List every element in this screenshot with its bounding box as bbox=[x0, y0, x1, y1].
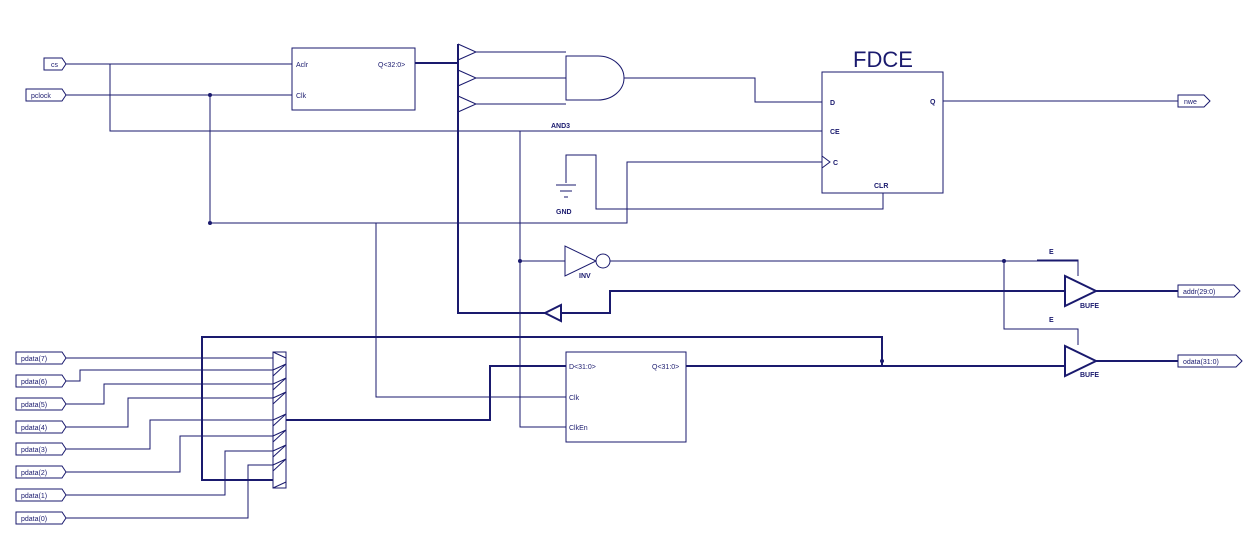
wire-pclock bbox=[66, 94, 822, 224]
wire-and-inputs bbox=[476, 51, 566, 105]
wire-cs-branch bbox=[519, 131, 566, 428]
port-pdata-7-label: pdata(7) bbox=[21, 356, 47, 363]
counter-clk-pin: Clk bbox=[296, 93, 307, 100]
bus-odata bbox=[686, 360, 1178, 367]
counter-block: Aclr Clk Q<32:0> bbox=[291, 47, 416, 111]
gnd-label: GND bbox=[556, 209, 572, 216]
port-pdata-5-label: pdata(5) bbox=[21, 402, 47, 409]
inverter: INV bbox=[564, 245, 611, 280]
port-addr: addr(29:0) bbox=[1177, 284, 1241, 298]
port-pdata-1-label: pdata(1) bbox=[21, 493, 47, 500]
wire-and-out bbox=[624, 77, 822, 103]
port-pdata-0-label: pdata(0) bbox=[21, 516, 47, 523]
fdce-q-pin: Q bbox=[930, 99, 936, 106]
counter-q-pin: Q<32:0> bbox=[378, 62, 405, 69]
port-odata-label: odata(31:0) bbox=[1183, 359, 1219, 366]
bus-counter-out bbox=[415, 44, 545, 314]
fdce-flipflop: FDCE D CE C CLR Q bbox=[821, 47, 944, 194]
port-pdata-6-label: pdata(6) bbox=[21, 379, 47, 386]
wires-pdata bbox=[66, 357, 273, 519]
fdce-ce-pin: CE bbox=[830, 129, 840, 136]
inv-label: INV bbox=[579, 273, 591, 280]
bufe-addr-enable: E bbox=[1049, 249, 1054, 256]
port-cs-label: cs bbox=[51, 62, 59, 69]
port-pdata-2-label: pdata(2) bbox=[21, 470, 47, 477]
port-nwe: nwe bbox=[1177, 94, 1211, 108]
addr-feedback-arrow bbox=[542, 303, 562, 323]
wire-inv-out bbox=[610, 260, 1079, 345]
and3-label: AND3 bbox=[551, 123, 570, 130]
and3-gate: AND3 bbox=[457, 43, 625, 130]
bus-addr bbox=[561, 290, 1178, 314]
wires bbox=[66, 44, 1178, 519]
wire-cs bbox=[66, 63, 822, 132]
fdce-c-pin: C bbox=[833, 160, 838, 167]
port-odata: odata(31:0) bbox=[1177, 354, 1243, 368]
junctions bbox=[208, 93, 1006, 363]
fdce-clr-pin: CLR bbox=[874, 183, 888, 190]
wire-reg-clk bbox=[375, 223, 566, 398]
fdce-title: FDCE bbox=[853, 47, 913, 72]
bufe-addr-label: BUFE bbox=[1080, 303, 1099, 310]
reg-q-pin: Q<31:0> bbox=[652, 364, 679, 371]
counter-aclr-pin: Aclr bbox=[296, 62, 309, 69]
port-addr-label: addr(29:0) bbox=[1183, 289, 1215, 296]
bufe-odata-label: BUFE bbox=[1080, 372, 1099, 379]
port-pdata-3-label: pdata(3) bbox=[21, 447, 47, 454]
reg-d-pin: D<31:0> bbox=[569, 364, 596, 371]
port-pdata-4-label: pdata(4) bbox=[21, 425, 47, 432]
pdata-bus-merger bbox=[272, 351, 287, 489]
bus-pdata-loop bbox=[201, 336, 883, 481]
bufe-addr: E BUFE bbox=[1037, 249, 1099, 310]
wire-gnd bbox=[565, 154, 884, 210]
port-cs: cs bbox=[43, 57, 67, 71]
reg-clken-pin: ClkEn bbox=[569, 425, 588, 432]
gnd-symbol: GND bbox=[556, 184, 576, 216]
fdce-d-pin: D bbox=[830, 100, 835, 107]
reg-clk-pin: Clk bbox=[569, 395, 580, 402]
port-pclock: pclock bbox=[25, 88, 67, 102]
register-block: D<31:0> Clk ClkEn Q<31:0> bbox=[565, 351, 687, 443]
port-pclock-label: pclock bbox=[31, 93, 51, 100]
bufe-odata: E BUFE bbox=[1049, 317, 1099, 379]
pdata-ports: pdata(7) pdata(6) pdata(5) pdata(4) pdat… bbox=[15, 351, 67, 525]
bufe-odata-enable: E bbox=[1049, 317, 1054, 324]
port-nwe-label: nwe bbox=[1184, 99, 1197, 106]
